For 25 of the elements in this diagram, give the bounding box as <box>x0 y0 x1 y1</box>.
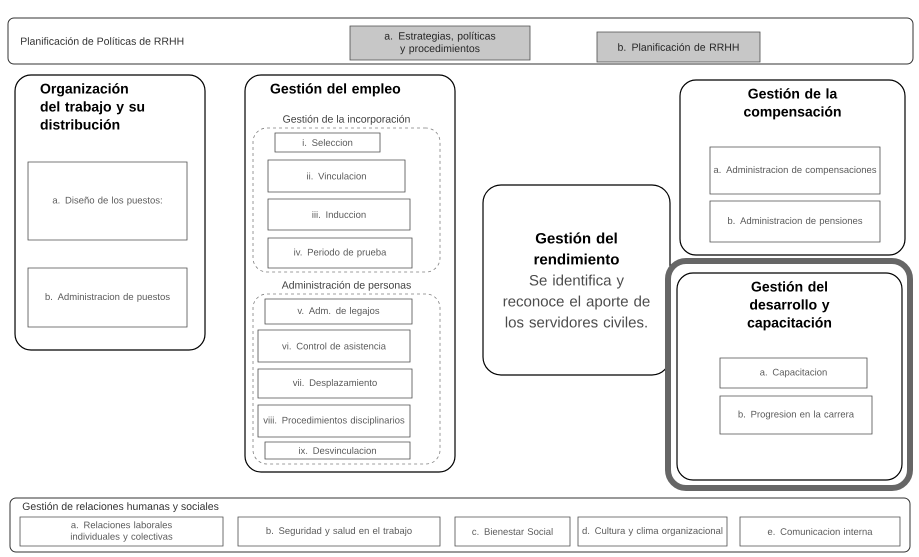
node-label: Administración de personas <box>282 280 411 291</box>
item-box: i. Seleccion <box>274 132 380 152</box>
item-box: iii. Induccion <box>268 198 410 230</box>
shaded-box: b. Planificación de RRHH <box>596 32 760 62</box>
rounded-box: Gestión del rendimiento Se identifica y reconoce el aporte de los servidores civiles. <box>482 184 671 376</box>
item-box: b. Progresion en la carrera <box>720 396 872 434</box>
shaded-box: a. Estrategias, políticas y procedimientos <box>350 26 530 60</box>
item-box: e. Comunicacion interna <box>740 516 900 546</box>
item-box: v. Adm. de legajos <box>264 298 412 324</box>
item-box: c. Bienestar Social <box>454 516 570 546</box>
item-box: b. Seguridad y salud en el trabajo <box>238 516 440 546</box>
item-box: ii. Vinculacion <box>268 160 406 192</box>
item-box: a. Capacitacion <box>720 358 868 388</box>
node-label: Gestión de la incorporación <box>283 114 410 125</box>
item-box: b. Administracion de pensiones <box>710 200 880 242</box>
item-box: ix. Desvinculacion <box>264 442 410 460</box>
item-box: d. Cultura y clima organizacional <box>578 516 728 546</box>
item-box: a. Relaciones laborales individuales y colectivas <box>20 516 224 546</box>
item-box: vi. Control de asistencia <box>258 330 410 362</box>
item-box: iv. Periodo de prueba <box>268 238 412 268</box>
item-box: a. Diseño de los puestos: <box>28 162 188 240</box>
item-box: a. Administracion de compensaciones <box>710 146 880 194</box>
item-box: vii. Desplazamiento <box>258 368 412 398</box>
item-box: b. Administracion de puestos <box>28 268 188 328</box>
item-box: viii. Procedimientos disciplinarios <box>258 404 410 438</box>
